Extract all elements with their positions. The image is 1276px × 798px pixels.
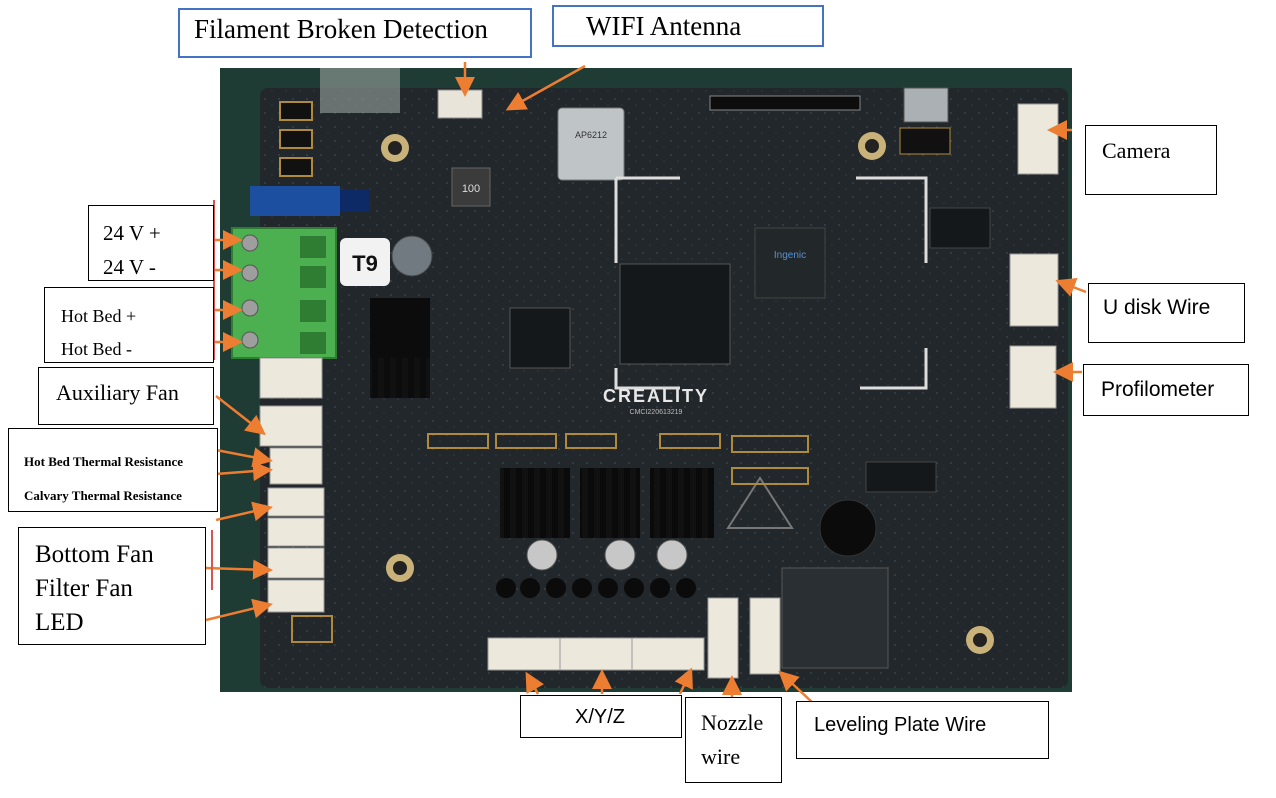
label-24v-plus: 24 V + xyxy=(103,221,161,245)
label-text: Profilometer xyxy=(1101,378,1215,401)
label-profilometer: Profilometer xyxy=(1083,364,1249,416)
label-text: Filament Broken Detection xyxy=(194,14,488,44)
label-filter-fan: Filter Fan xyxy=(35,575,133,602)
wifi-module-label: AP6212 xyxy=(575,130,607,140)
label-thermal-resistance: Hot Bed Thermal Resistance Calvary Therm… xyxy=(8,428,218,512)
board-serial: CMCI220613219 xyxy=(630,409,683,416)
brand-logo: CREALITY xyxy=(603,386,709,406)
label-hot-bed-plus: Hot Bed + xyxy=(61,306,137,326)
label-camera: Camera xyxy=(1085,125,1217,195)
bracket-top-left xyxy=(213,200,215,360)
label-nozzle: Nozzle xyxy=(701,710,764,735)
label-text: Auxiliary Fan xyxy=(56,380,179,405)
label-hot-bed-minus: Hot Bed - xyxy=(61,339,132,359)
mainboard-drawing: T9 100 AP6212 Ingenic CREALITY CMCI22061… xyxy=(220,68,1072,692)
label-u-disk-wire: U disk Wire xyxy=(1088,283,1245,343)
label-fans-led: Bottom Fan Filter Fan LED xyxy=(18,527,206,645)
label-leveling-plate-wire: Leveling Plate Wire xyxy=(796,701,1049,759)
label-24v-minus: 24 V - xyxy=(103,255,156,279)
mounting-holes xyxy=(381,132,994,654)
label-text: WIFI Antenna xyxy=(586,11,742,41)
label-hot-bed-thermal: Hot Bed Thermal Resistance xyxy=(24,454,183,469)
label-text: Camera xyxy=(1102,138,1171,163)
label-xyz: X/Y/Z xyxy=(520,695,682,738)
bracket-bottom-left xyxy=(211,530,213,590)
label-auxiliary-fan: Auxiliary Fan xyxy=(38,367,214,425)
inductor-label: 100 xyxy=(462,183,480,195)
label-wire: wire xyxy=(701,744,741,769)
label-text: U disk Wire xyxy=(1103,296,1211,319)
fuse-label: T9 xyxy=(352,251,378,276)
label-calvary-thermal: Calvary Thermal Resistance xyxy=(24,488,182,503)
soc-label: Ingenic xyxy=(774,250,806,261)
label-hot-bed: Hot Bed + Hot Bed - xyxy=(44,287,214,363)
label-text: Leveling Plate Wire xyxy=(814,714,987,736)
label-wifi-antenna: WIFI Antenna xyxy=(552,5,824,47)
label-nozzle-wire: Nozzle wire xyxy=(685,697,782,783)
label-led: LED xyxy=(35,609,84,636)
label-24v: 24 V + 24 V - xyxy=(88,205,214,281)
mainboard-photo: T9 100 AP6212 Ingenic CREALITY CMCI22061… xyxy=(220,68,1072,692)
label-text: X/Y/Z xyxy=(575,706,626,728)
label-bottom-fan: Bottom Fan xyxy=(35,541,154,568)
label-filament-broken-detection: Filament Broken Detection xyxy=(178,8,532,58)
